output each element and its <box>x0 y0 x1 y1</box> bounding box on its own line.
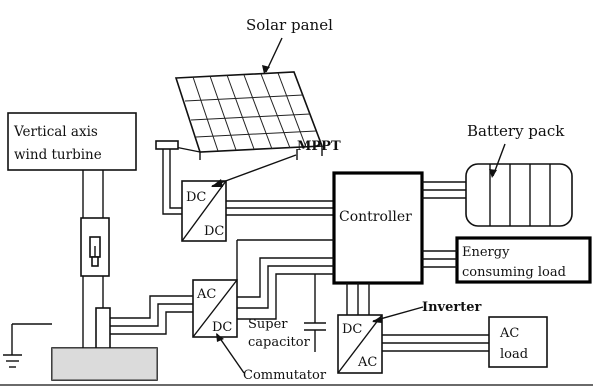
battery-pointer-arrow <box>489 169 497 178</box>
solar-panel <box>155 71 324 160</box>
commutator-pointer-arrow <box>216 333 224 342</box>
mppt-converter-bottom: DC <box>204 224 224 239</box>
commutator-label: Commutator <box>243 368 327 383</box>
battery-pack-label: Battery pack <box>467 122 565 140</box>
ground-symbol <box>3 323 52 368</box>
commutator-pointer <box>216 333 245 374</box>
mppt-converter-top: DC <box>186 190 206 205</box>
inverter-pointer-arrow <box>372 316 382 323</box>
energy-load-label-line1: Energy <box>462 245 510 260</box>
controller-box <box>332 171 424 285</box>
wind-turbine-box <box>7 112 137 171</box>
supercap-label-line2: capacitor <box>248 335 311 350</box>
mppt-converter: DC DC <box>181 180 227 242</box>
battery-pack <box>465 163 573 227</box>
turbine-to-commutator-wires <box>110 295 193 319</box>
supercap-label-line1: Super <box>248 317 288 332</box>
solar-panel-pointer <box>265 37 283 73</box>
solar-to-mppt-wire-2 <box>169 149 183 209</box>
solar-panel-pointer-arrow <box>262 65 270 74</box>
commutator-converter-bottom: DC <box>212 320 232 335</box>
wind-turbine-label-line1: Vertical axis <box>13 124 98 140</box>
wind-turbine-tower <box>80 170 111 352</box>
inverter-converter: DC AC <box>337 314 383 374</box>
ac-load-label-line1: AC <box>499 326 519 341</box>
turbine-base <box>51 347 158 381</box>
wind-turbine-label-line2: wind turbine <box>14 147 102 163</box>
controller-label: Controller <box>339 209 412 225</box>
inverter-converter-bottom: AC <box>357 355 377 370</box>
commutator-converter-top: AC <box>196 287 216 302</box>
solar-to-mppt-wire <box>162 149 183 215</box>
mppt-label: MPPT <box>297 139 341 154</box>
mppt-pointer <box>211 154 297 187</box>
commutator-to-controller-wire <box>237 257 334 298</box>
inverter-converter-top: DC <box>342 322 362 337</box>
inverter-label: Inverter <box>422 300 481 315</box>
commutator-converter: AC DC <box>192 279 238 338</box>
energy-load-box <box>455 236 592 284</box>
ac-load-label-line2: load <box>500 347 528 362</box>
solar-panel-label: Solar panel <box>246 16 333 34</box>
super-capacitor <box>304 274 326 352</box>
energy-load-label-line2: consuming load <box>462 265 566 280</box>
ac-load-box <box>488 316 548 368</box>
mppt-pointer-arrow <box>211 179 223 187</box>
